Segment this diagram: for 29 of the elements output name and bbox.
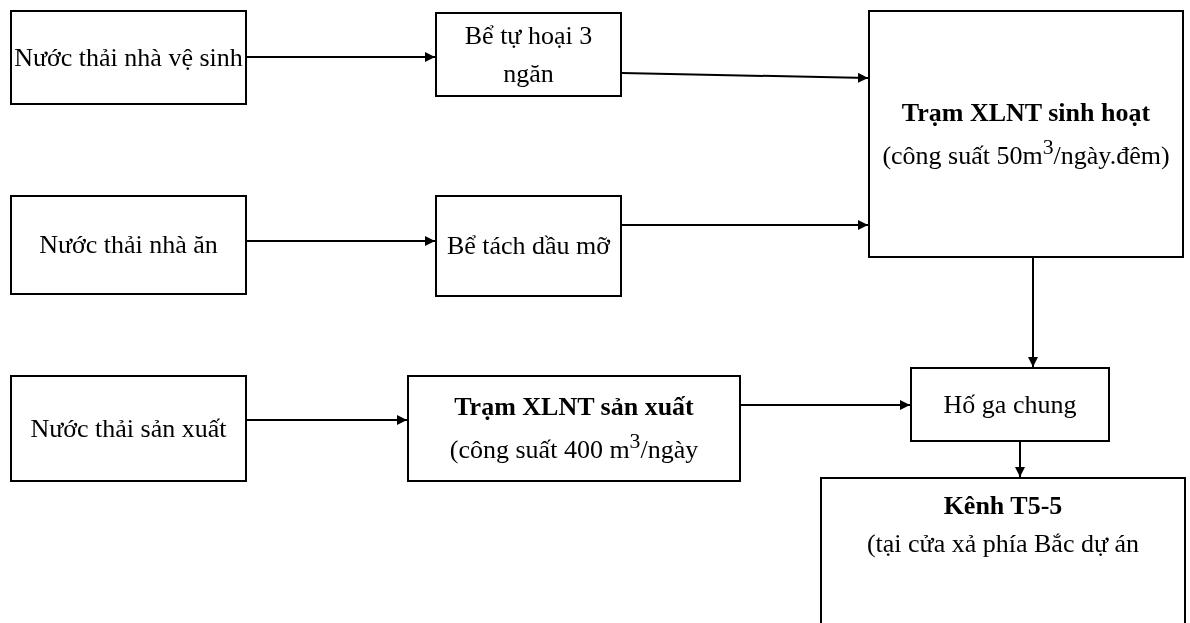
arrow [1028,257,1038,368]
box-text: Nước thải nhà vệ sinh [14,41,243,74]
box-heading: Trạm XLNT sản xuất [454,391,694,424]
arrow [621,220,869,230]
box-text: Bể tách dầu mỡ [446,230,611,263]
process-box [435,12,622,97]
box-text: (công suất 400 m$^{3}$/ngày [449,428,699,466]
box-text: Nước thải sản xuất [30,412,227,445]
process-box [407,375,741,482]
arrow [246,415,408,425]
arrow [1015,441,1025,478]
arrow [621,72,869,83]
box-text: (công suất 50m$^{3}$/ngày.đêm) [882,133,1170,172]
arrow [246,236,436,246]
box-text: Nước thải nhà ăn [39,229,218,262]
box-heading: Kênh T5-5 [943,490,1063,522]
box-text: (tại cửa xả phía Bắc dự án [866,527,1140,560]
process-box [10,375,247,482]
arrow [246,52,436,62]
process-box [910,367,1110,442]
process-box [10,195,247,295]
process-box [868,10,1184,258]
process-box [435,195,622,297]
process-box [10,10,247,105]
arrow [740,400,911,410]
box-text: Hố ga chung [943,388,1077,421]
process-box [820,477,1186,623]
box-heading: Trạm XLNT sinh hoạt [901,97,1151,129]
box-text: Bể tự hoại 3 ngăn [463,19,594,90]
